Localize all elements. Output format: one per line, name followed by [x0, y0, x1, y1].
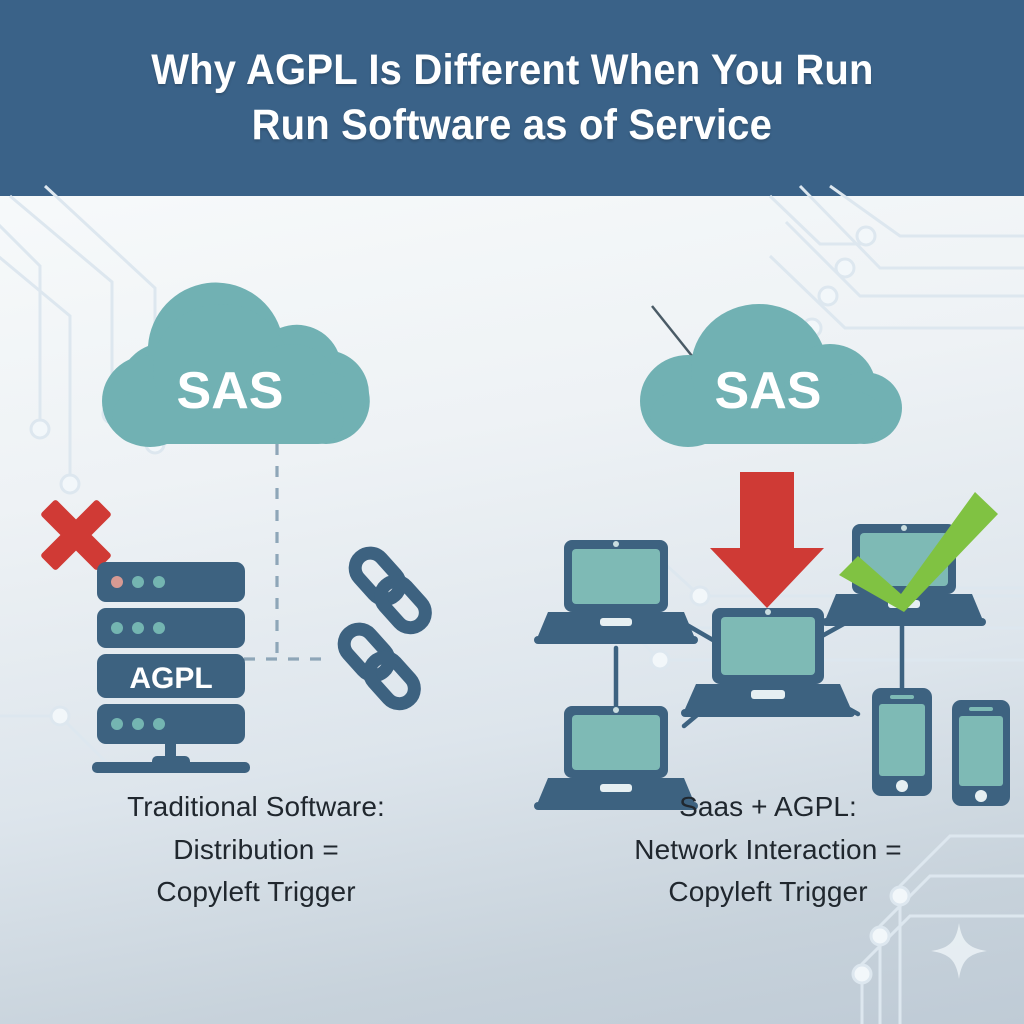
cloud-icon-right: [640, 304, 902, 447]
left-caption-line-3: Copyleft Trigger: [156, 876, 356, 908]
left-caption-line-1: Traditional Software:: [127, 791, 385, 822]
title-line-2: Run Software as of Service: [251, 101, 773, 149]
phone-icon-inner: [872, 688, 932, 796]
right-caption: Saas + AGPL: Network Interaction = Copyl…: [512, 786, 1024, 914]
broken-chain-icon: [337, 546, 432, 711]
traditional-software-diagram: SAS: [41, 282, 432, 773]
red-x-icon: [41, 500, 111, 570]
server-stack-icon: [92, 562, 250, 773]
right-caption-line-2: Network Interaction =: [634, 833, 902, 865]
right-caption-line-3: Copyleft Trigger: [668, 876, 868, 908]
server-label: AGPL: [129, 662, 212, 695]
dashed-connector: [200, 444, 330, 661]
laptop-icon-center: [681, 608, 855, 717]
left-caption-line-2: Distribution =: [173, 833, 339, 865]
saas-agpl-panel: SAS: [512, 196, 1024, 1024]
phone-icon-outer: [952, 700, 1010, 806]
laptop-icon-bottom-left: [534, 706, 698, 810]
poster-header: Why AGPL Is Different When You Run Run S…: [0, 0, 1024, 196]
cloud-label-right: SAS: [715, 362, 822, 420]
cloud-label-left: SAS: [177, 362, 284, 420]
cloud-antenna: [651, 305, 693, 357]
laptop-icon-top-left: [534, 540, 698, 644]
left-caption: Traditional Software: Distribution = Cop…: [0, 786, 512, 914]
traditional-software-panel: SAS: [0, 196, 512, 1024]
title-line-1: Why AGPL Is Different When You Run: [150, 45, 874, 94]
sparkle-icon: [931, 923, 987, 979]
saas-network-diagram: SAS: [534, 304, 1010, 810]
green-check-icon: [839, 492, 998, 612]
right-caption-line-1: Saas + AGPL:: [679, 791, 857, 822]
red-down-arrow-icon: [710, 472, 824, 608]
cloud-icon-left: [102, 282, 370, 447]
